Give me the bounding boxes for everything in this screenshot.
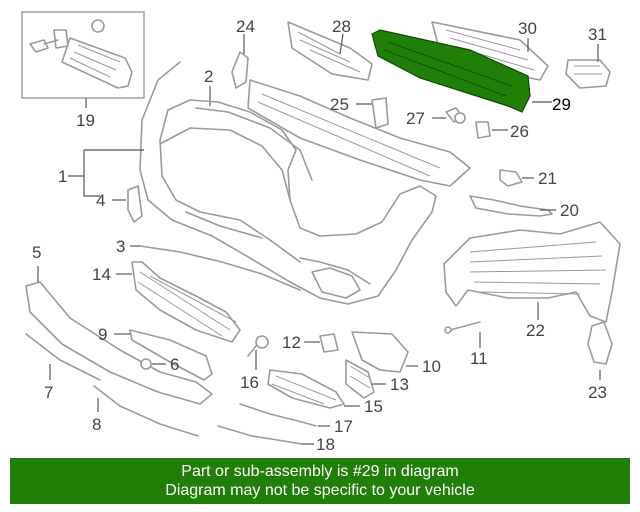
callout-4: 4 — [96, 191, 105, 210]
part-6-clip[interactable] — [140, 358, 152, 370]
callout-29: 29 — [552, 95, 571, 114]
part-26[interactable] — [475, 121, 491, 139]
parts-diagram: 19 24 28 30 31 2 25 29 27 26 1 21 4 20 3… — [21, 11, 621, 454]
part-1-bumper-cover[interactable] — [139, 61, 437, 305]
part-24[interactable] — [231, 51, 249, 89]
callout-24: 24 — [236, 17, 255, 36]
callout-3: 3 — [116, 237, 125, 256]
callout-28: 28 — [332, 17, 351, 36]
callout-19: 19 — [76, 111, 95, 130]
part-8-strip[interactable] — [93, 385, 199, 437]
part-upper-support[interactable] — [247, 79, 471, 187]
callout-21: 21 — [538, 169, 557, 188]
callout-12: 12 — [282, 333, 301, 352]
callout-16: 16 — [240, 373, 259, 392]
banner-line-2: Diagram may not be specific to your vehi… — [165, 482, 475, 499]
part-3-trim[interactable] — [139, 245, 301, 291]
callout-9: 9 — [98, 325, 107, 344]
part-13-grille[interactable] — [345, 359, 375, 399]
part-15-grille[interactable] — [267, 369, 345, 409]
part-31-bracket[interactable] — [565, 59, 611, 89]
part-5-spoiler[interactable] — [25, 281, 213, 405]
part-11-bolt[interactable] — [444, 321, 481, 334]
banner-line-1: Part or sub-assembly is #29 in diagram — [181, 463, 459, 480]
part-28-carrier[interactable] — [287, 21, 373, 81]
callout-15: 15 — [364, 397, 383, 416]
part-20[interactable] — [469, 195, 553, 217]
callout-8: 8 — [92, 415, 101, 434]
callout-11: 11 — [470, 349, 488, 368]
callout-23: 23 — [588, 383, 607, 402]
part-2-strip[interactable] — [195, 107, 313, 181]
part-9[interactable] — [129, 329, 213, 381]
part-7-strip[interactable] — [25, 333, 101, 381]
callout-2: 2 — [204, 67, 213, 86]
part-19-bracket[interactable] — [29, 19, 133, 89]
callout-7: 7 — [44, 383, 53, 402]
part-10-bezel[interactable] — [351, 331, 409, 373]
part-29-absorber-highlighted[interactable] — [371, 29, 531, 113]
callout-20: 20 — [560, 201, 579, 220]
part-16-bolt[interactable] — [247, 335, 269, 357]
callout-17: 17 — [334, 417, 353, 436]
inset-box-19 — [21, 11, 145, 99]
callout-6: 6 — [170, 355, 179, 374]
callout-10: 10 — [422, 357, 441, 376]
callout-30: 30 — [518, 19, 537, 38]
part-25[interactable] — [371, 97, 389, 129]
info-banner: Part or sub-assembly is #29 in diagram D… — [10, 458, 630, 504]
leader-1 — [83, 150, 100, 197]
callout-31: 31 — [588, 25, 607, 44]
part-12[interactable] — [319, 333, 339, 353]
part-18-strip[interactable] — [217, 425, 303, 445]
part-27-clip[interactable] — [445, 107, 466, 124]
part-22-bracket[interactable] — [443, 221, 621, 323]
callout-18: 18 — [316, 435, 335, 454]
callout-26: 26 — [510, 122, 529, 141]
callout-13: 13 — [390, 375, 409, 394]
callout-1: 1 — [58, 167, 67, 186]
callout-22: 22 — [526, 321, 545, 340]
callout-5: 5 — [32, 243, 41, 262]
part-14-lower-grille[interactable] — [131, 261, 241, 343]
callout-14: 14 — [92, 265, 111, 284]
callout-27: 27 — [406, 109, 425, 128]
part-21[interactable] — [499, 169, 523, 187]
callout-25: 25 — [330, 95, 349, 114]
part-17-strip[interactable] — [239, 403, 317, 427]
part-4[interactable] — [127, 185, 143, 223]
part-23[interactable] — [587, 321, 613, 365]
